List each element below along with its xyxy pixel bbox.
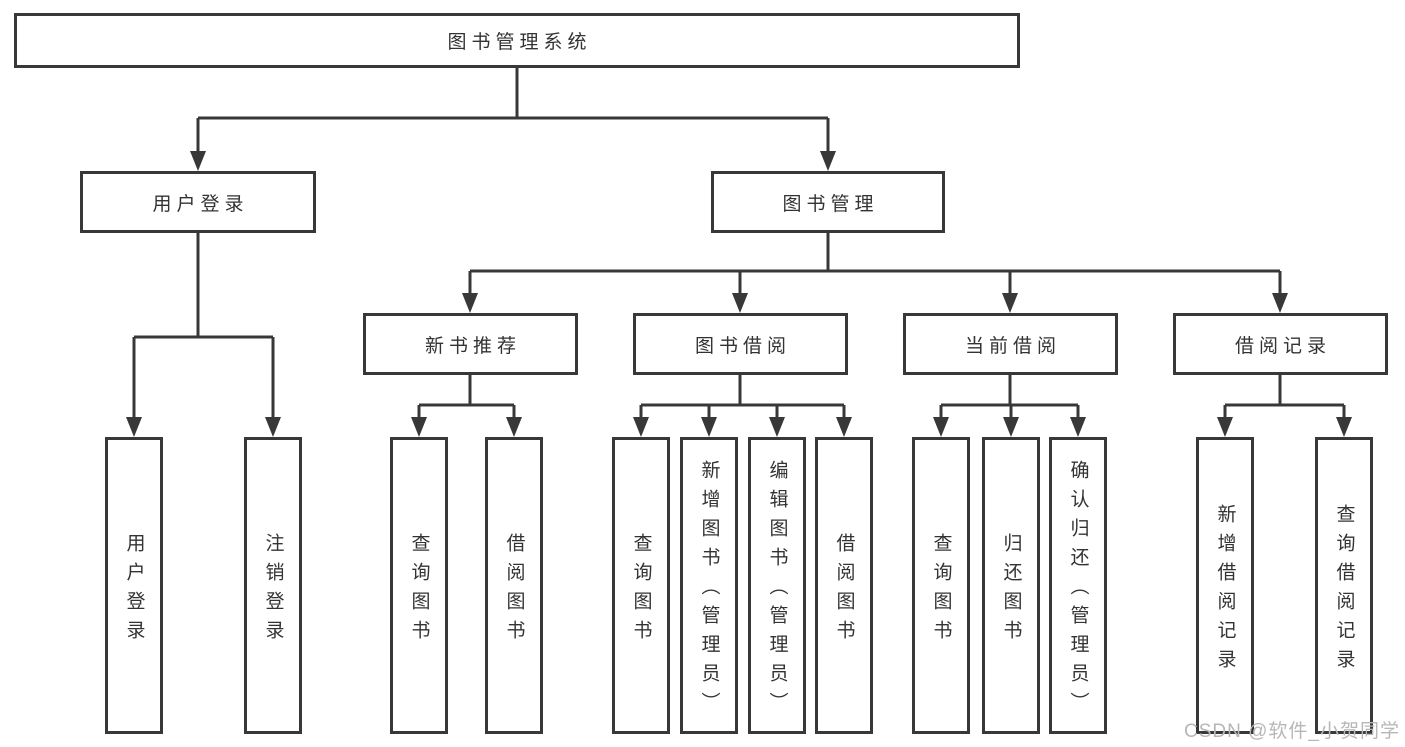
connector-borrow-records-to-leaves	[1217, 375, 1352, 437]
leaf-label: 查询图书	[408, 532, 430, 649]
arrow-down-icon	[462, 293, 478, 313]
leaf-user-login: 用户登录	[105, 437, 163, 734]
leaf-edit-books-admin: 编辑图书（管理员）	[748, 437, 806, 734]
leaf-borrow-books: 借阅图书	[485, 437, 543, 734]
arrow-down-icon	[265, 417, 281, 437]
arrow-down-icon	[1002, 293, 1018, 313]
leaf-logout: 注销登录	[244, 437, 302, 734]
leaf-label: 借阅图书	[503, 532, 525, 649]
node-book-borrow: 图书借阅	[633, 313, 848, 375]
node-label: 图书管理系统	[447, 32, 592, 53]
arrow-down-icon	[1217, 417, 1233, 437]
arrow-down-icon	[126, 417, 142, 437]
node-new-book-recommend: 新书推荐	[363, 313, 578, 375]
arrow-down-icon	[506, 417, 522, 437]
leaf-label: 查询图书	[630, 532, 652, 649]
leaf-label: 借阅图书	[833, 532, 855, 649]
node-current-borrow: 当前借阅	[903, 313, 1118, 375]
node-label: 新书推荐	[424, 335, 521, 357]
connector-user-login-to-leaves	[126, 233, 281, 437]
node-label: 借阅记录	[1234, 335, 1331, 357]
connector-current-borrow-to-leaves	[933, 375, 1086, 437]
leaf-label: 用户登录	[123, 532, 145, 649]
arrow-down-icon	[633, 417, 649, 437]
leaf-add-books-admin: 新增图书（管理员）	[680, 437, 738, 734]
leaf-label: 编辑图书（管理员）	[766, 460, 788, 721]
leaf-confirm-return-admin: 确认归还（管理员）	[1049, 437, 1107, 734]
connector-book-management-to-level3	[462, 233, 1288, 313]
connector-book-borrow-to-leaves	[633, 375, 852, 437]
leaf-borrow-books: 借阅图书	[815, 437, 873, 734]
leaf-label: 注销登录	[262, 532, 284, 649]
leaf-add-borrow-record: 新增借阅记录	[1196, 437, 1254, 734]
leaf-return-books: 归还图书	[982, 437, 1040, 734]
arrow-down-icon	[820, 151, 836, 171]
node-user-login: 用户登录	[80, 171, 316, 233]
node-label: 用户登录	[152, 193, 249, 215]
leaf-query-books: 查询图书	[612, 437, 670, 734]
leaf-label: 确认归还（管理员）	[1067, 460, 1089, 721]
node-label: 图书借阅	[694, 335, 791, 357]
node-label: 图书管理	[782, 193, 879, 215]
arrow-down-icon	[933, 417, 949, 437]
connector-new-book-recommend-to-leaves	[411, 375, 522, 437]
arrow-down-icon	[836, 417, 852, 437]
leaf-query-borrow-record: 查询借阅记录	[1315, 437, 1373, 734]
arrow-down-icon	[732, 293, 748, 313]
node-library-management-system: 图书管理系统	[14, 13, 1020, 68]
csdn-watermark: CSDN @软件_小贺同学	[1184, 721, 1400, 742]
arrow-down-icon	[1272, 293, 1288, 313]
leaf-label: 归还图书	[1000, 532, 1022, 649]
arrow-down-icon	[769, 417, 785, 437]
node-borrow-records: 借阅记录	[1173, 313, 1388, 375]
leaf-label: 查询借阅记录	[1333, 503, 1355, 678]
connector-root-to-level2	[190, 68, 836, 171]
arrow-down-icon	[1336, 417, 1352, 437]
arrow-down-icon	[1070, 417, 1086, 437]
arrow-down-icon	[411, 417, 427, 437]
node-book-management: 图书管理	[711, 171, 945, 233]
arrow-down-icon	[1003, 417, 1019, 437]
leaf-query-books: 查询图书	[912, 437, 970, 734]
node-label: 当前借阅	[964, 335, 1061, 357]
leaf-query-books: 查询图书	[390, 437, 448, 734]
leaf-label: 查询图书	[930, 532, 952, 649]
arrow-down-icon	[701, 417, 717, 437]
leaf-label: 新增借阅记录	[1214, 503, 1236, 678]
arrow-down-icon	[190, 151, 206, 171]
leaf-label: 新增图书（管理员）	[698, 460, 720, 721]
